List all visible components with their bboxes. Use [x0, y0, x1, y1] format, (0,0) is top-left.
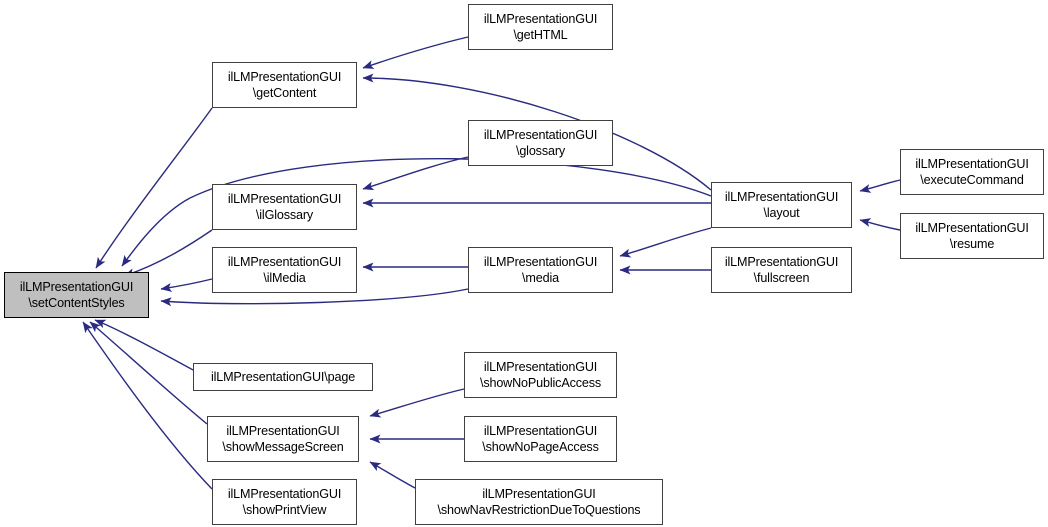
graph-node-label: ilLMPresentationGUI \showNoPublicAccess — [480, 359, 601, 392]
graph-node-label: ilLMPresentationGUI \glossary — [484, 127, 597, 160]
graph-node-media[interactable]: ilLMPresentationGUI \media — [468, 247, 613, 293]
graph-node-label-line1: ilLMPresentationGUI — [482, 486, 596, 501]
edge-showNoPublicAccess-to-showMessageScreen — [369, 388, 465, 418]
graph-node-label-line1: ilLMPresentationGUI — [227, 486, 342, 501]
graph-node-label-line2: \layout — [763, 206, 800, 220]
graph-node-setContentStyles[interactable]: ilLMPresentationGUI \setContentStyles — [4, 272, 149, 318]
edge-page-to-setContentStyles — [94, 319, 194, 371]
graph-node-label-line1: ilLMPresentationGUI — [227, 254, 342, 269]
graph-node-label-line2: \executeCommand — [920, 173, 1024, 187]
graph-node-label-line2: \getHTML — [513, 28, 568, 42]
graph-node-label: ilLMPresentationGUI \ilGlossary — [228, 191, 341, 224]
graph-node-label: ilLMPresentationGUI \getContent — [228, 69, 341, 102]
graph-node-label-line1: ilLMPresentationGUI — [19, 279, 134, 294]
graph-node-label-line2: \glossary — [515, 144, 566, 158]
edge-layout-to-media — [619, 227, 712, 258]
graph-node-getHTML[interactable]: ilLMPresentationGUI \getHTML — [468, 4, 613, 50]
graph-node-ilGlossary[interactable]: ilLMPresentationGUI \ilGlossary — [212, 184, 357, 230]
graph-node-label: ilLMPresentationGUI\page — [211, 369, 355, 386]
graph-node-label-line2: \ilGlossary — [255, 208, 314, 222]
edge-ilMedia-to-setContentStyles — [160, 278, 213, 292]
edge-getHTML-to-getContent — [362, 36, 469, 69]
graph-node-label: ilLMPresentationGUI \executeCommand — [915, 156, 1028, 189]
graph-node-label-line1: ilLMPresentationGUI — [227, 191, 342, 206]
edge-showMessageScreen-to-setContentStyles — [89, 321, 208, 425]
graph-node-label: ilLMPresentationGUI \setContentStyles — [20, 279, 133, 312]
graph-node-showMessageScreen[interactable]: ilLMPresentationGUI \showMessageScreen — [207, 416, 359, 462]
graph-node-ilMedia[interactable]: ilLMPresentationGUI \ilMedia — [212, 247, 357, 293]
graph-node-page[interactable]: ilLMPresentationGUI\page — [193, 363, 373, 391]
graph-node-label: ilLMPresentationGUI \showNoPageAccess — [482, 423, 599, 456]
edge-getContent-to-setContentStyles — [95, 107, 213, 269]
graph-node-label-line2: \showNoPageAccess — [482, 440, 599, 454]
graph-node-executeCommand[interactable]: ilLMPresentationGUI \executeCommand — [900, 149, 1044, 195]
graph-node-label: ilLMPresentationGUI \showPrintView — [228, 486, 341, 519]
graph-node-glossary[interactable]: ilLMPresentationGUI \glossary — [468, 120, 613, 166]
edge-executeCommand-to-layout — [859, 179, 901, 193]
graph-node-label: ilLMPresentationGUI \fullscreen — [725, 254, 838, 287]
graph-node-label-line1: ilLMPresentationGUI — [915, 220, 1029, 235]
graph-node-label-line1: ilLMPresentationGUI — [483, 11, 598, 26]
graph-node-label-line2: \showNoPublicAccess — [479, 376, 602, 390]
edge-ilGlossary-to-setContentStyles — [123, 229, 213, 277]
graph-node-showNavRestrictionDueToQuestions[interactable]: ilLMPresentationGUI \showNavRestrictionDu… — [415, 479, 663, 525]
graph-node-label-line1: ilLMPresentationGUI — [483, 127, 598, 142]
graph-node-label-line2: \ilMedia — [263, 271, 306, 285]
graph-node-label: ilLMPresentationGUI \getHTML — [484, 11, 597, 44]
graph-node-label-line1: ilLMPresentationGUI — [915, 156, 1029, 171]
edge-showNavRestrictionDueToQuestions-to-showMessageScreen — [369, 461, 416, 489]
graph-node-showNoPublicAccess[interactable]: ilLMPresentationGUI \showNoPublicAccess — [464, 352, 617, 398]
graph-node-label: ilLMPresentationGUI \layout — [725, 189, 838, 222]
graph-node-label-line2: \fullscreen — [753, 271, 810, 285]
graph-node-label: ilLMPresentationGUI \showMessageScreen — [222, 423, 343, 456]
graph-node-label-line1: ilLMPresentationGUI — [227, 69, 342, 84]
graph-node-label-line1: ilLMPresentationGUI — [483, 359, 598, 374]
edge-showPrintView-to-setContentStyles — [82, 321, 213, 490]
edge-resume-to-layout — [859, 218, 901, 231]
graph-node-label-line1: ilLMPresentationGUI\page — [210, 369, 356, 384]
graph-node-label-line2: \showMessageScreen — [222, 440, 344, 454]
graph-node-resume[interactable]: ilLMPresentationGUI \resume — [900, 213, 1044, 259]
graph-node-getContent[interactable]: ilLMPresentationGUI \getContent — [212, 62, 357, 108]
graph-node-fullscreen[interactable]: ilLMPresentationGUI \fullscreen — [711, 247, 852, 293]
graph-node-label: ilLMPresentationGUI \resume — [915, 220, 1028, 253]
graph-node-label-line1: ilLMPresentationGUI — [483, 254, 598, 269]
graph-node-label-line2: \setContentStyles — [28, 296, 125, 310]
graph-node-layout[interactable]: ilLMPresentationGUI \layout — [711, 182, 852, 228]
graph-node-label-line2: \resume — [949, 237, 995, 251]
graph-node-showNoPageAccess[interactable]: ilLMPresentationGUI \showNoPageAccess — [464, 416, 617, 462]
graph-node-label-line2: \showPrintView — [242, 503, 327, 517]
edge-layout-to-setContentStyles — [121, 158, 712, 267]
graph-node-label-line2: \media — [522, 271, 559, 285]
graph-node-showPrintView[interactable]: ilLMPresentationGUI \showPrintView — [212, 479, 357, 525]
graph-node-label-line2: \showNavRestrictionDueToQuestions — [437, 503, 641, 517]
graph-node-label-line1: ilLMPresentationGUI — [724, 189, 839, 204]
graph-node-label: ilLMPresentationGUI \ilMedia — [228, 254, 341, 287]
graph-node-label-line1: ilLMPresentationGUI — [226, 423, 340, 438]
graph-node-label-line1: ilLMPresentationGUI — [724, 254, 839, 269]
graph-node-label-line2: \getContent — [252, 86, 317, 100]
edge-glossary-to-ilGlossary — [362, 156, 469, 191]
graph-node-label: ilLMPresentationGUI \showNavRestrictionDu… — [438, 486, 641, 519]
graph-node-label-line1: ilLMPresentationGUI — [483, 423, 598, 438]
graph-node-label: ilLMPresentationGUI \media — [484, 254, 597, 287]
